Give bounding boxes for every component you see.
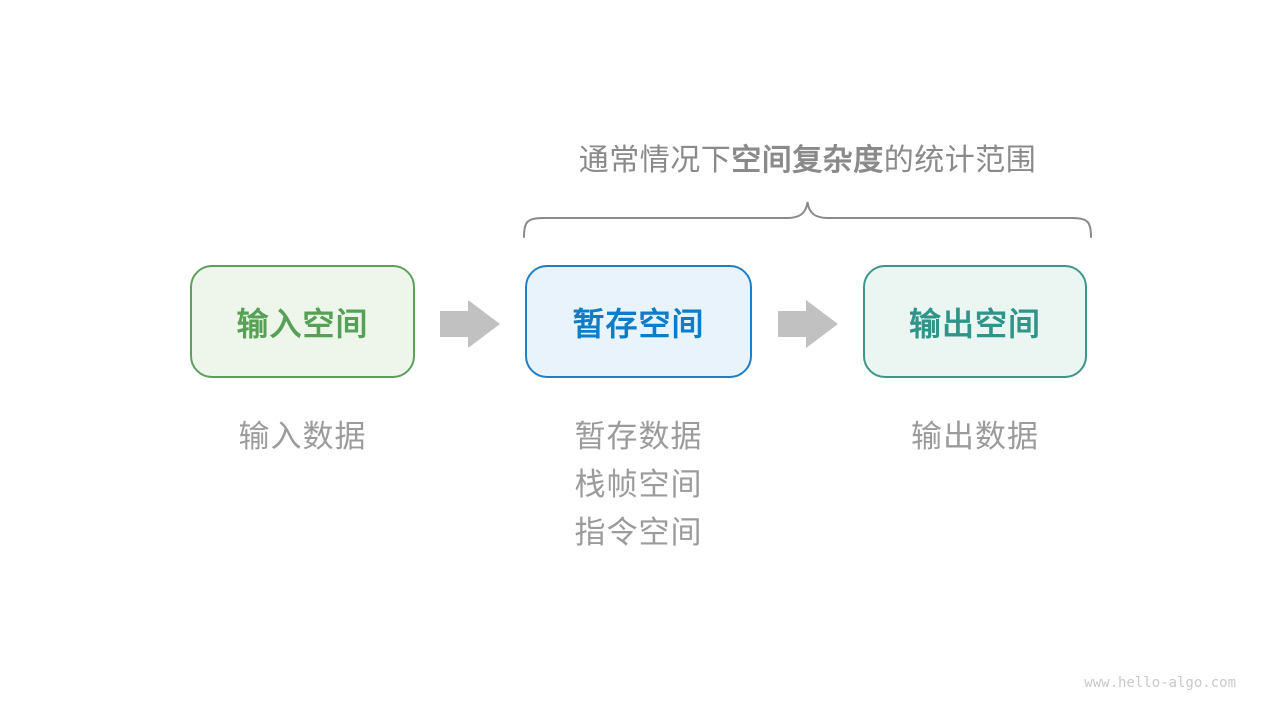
input-space-annotation: 输入数据 (190, 413, 415, 461)
scope-brace (523, 201, 1092, 238)
scope-title-bold-term: 空间复杂度 (731, 144, 884, 177)
annotation-line: 输入数据 (238, 419, 367, 454)
annotation-line: 栈帧空间 (574, 467, 703, 502)
input-space-box: 输入空间 (190, 265, 415, 378)
temp-space-box: 暂存空间 (525, 265, 752, 378)
temp-space-label: 暂存空间 (572, 305, 705, 342)
annotation-line: 输出数据 (911, 419, 1039, 454)
annotation-line: 指令空间 (574, 515, 703, 550)
arrow-right-shape (778, 300, 838, 348)
output-space-label: 输出空间 (908, 305, 1041, 342)
output-space-box: 输出空间 (863, 265, 1087, 378)
scope-title: 通常情况下空间复杂度的统计范围 (523, 142, 1092, 180)
arrow-right-icon (440, 300, 500, 348)
arrow-right-icon (778, 300, 838, 348)
watermark: www.hello-algo.com (1084, 675, 1236, 691)
output-space-annotation: 输出数据 (863, 413, 1087, 461)
scope-title-prefix: 通常情况下 (578, 144, 732, 177)
scope-title-suffix: 的统计范围 (883, 144, 1037, 177)
scope-brace-path (523, 201, 1092, 238)
annotation-line: 暂存数据 (574, 419, 703, 454)
input-space-label: 输入空间 (236, 305, 369, 342)
temp-space-annotation: 暂存数据 栈帧空间 指令空间 (525, 413, 752, 557)
arrow-right-shape (440, 300, 500, 348)
